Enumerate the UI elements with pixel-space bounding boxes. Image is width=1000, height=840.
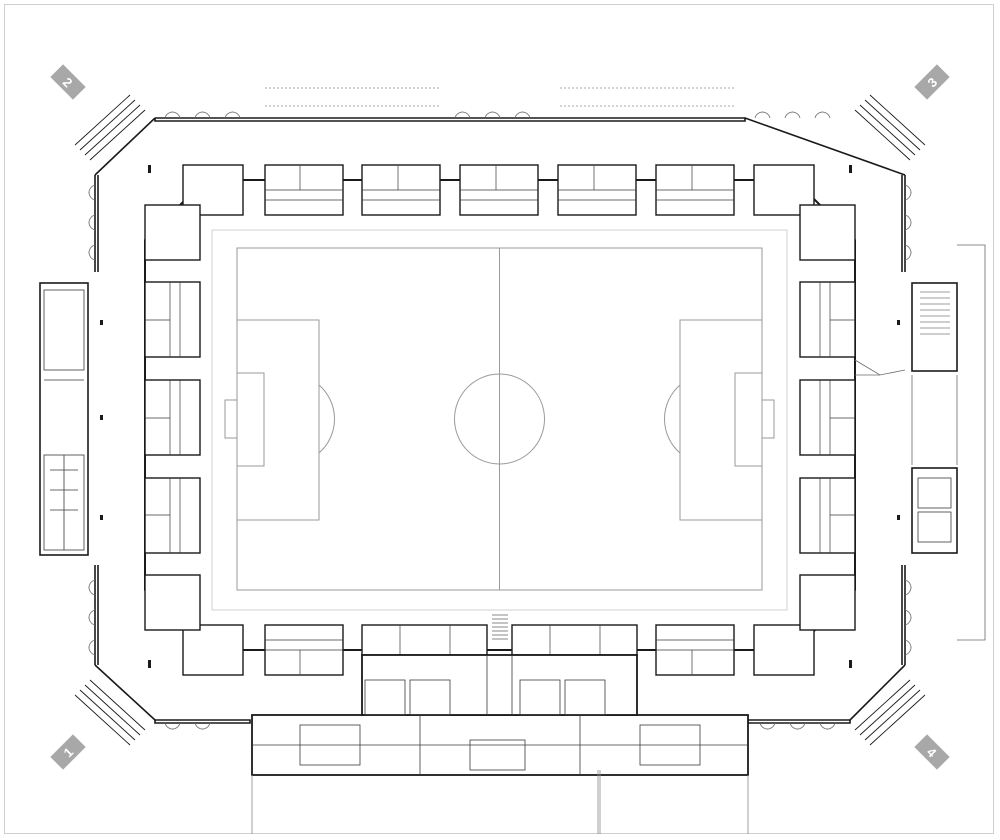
forecourt <box>251 770 749 834</box>
outer-concourse-outline <box>94 117 906 724</box>
right-annex-lower-details <box>917 477 952 543</box>
corner-marker-1: 1 <box>50 734 86 770</box>
column-markers <box>100 165 900 668</box>
corner-marker-2: 2 <box>50 64 86 100</box>
corner-marker-3: 3 <box>914 64 950 100</box>
bottom-stand-modules <box>182 624 815 676</box>
right-annex-building-lower <box>911 467 958 554</box>
football-pitch <box>224 247 775 591</box>
top-parking-rows <box>265 87 735 107</box>
left-stand-details <box>145 282 181 553</box>
right-stand-details <box>819 282 855 553</box>
right-annex-building-upper <box>911 282 958 372</box>
right-annex-seating <box>920 291 950 335</box>
top-stand-details <box>265 165 734 201</box>
bottom-stand-details <box>265 625 734 675</box>
pitch-surround <box>211 229 788 611</box>
south-stair <box>492 614 508 640</box>
left-stand-modules <box>144 204 201 631</box>
corner-marker-4: 4 <box>914 734 950 770</box>
right-annex-walkway <box>854 244 986 641</box>
drawing-frame <box>4 4 994 834</box>
south-building-rooms <box>252 655 748 775</box>
corner-gate-rows <box>74 94 926 746</box>
right-stand-modules <box>799 204 856 631</box>
outer-door-arcs <box>88 111 912 730</box>
left-annex-details <box>43 289 85 551</box>
